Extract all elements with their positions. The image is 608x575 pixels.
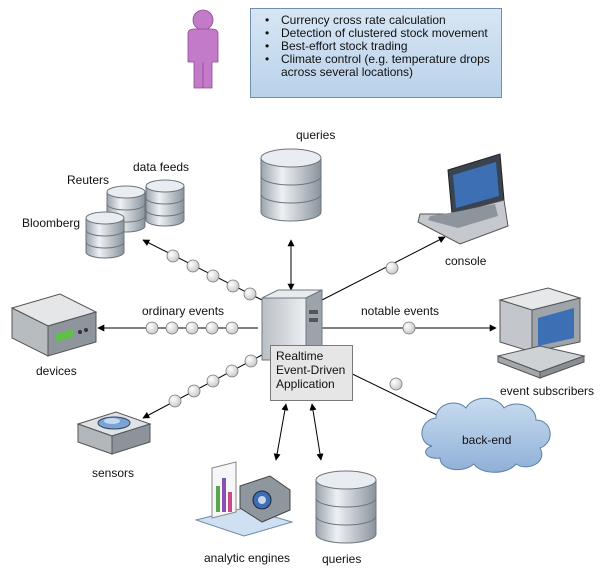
label-queries-bottom: queries bbox=[322, 552, 362, 566]
database-icon bbox=[85, 211, 125, 259]
server-icon bbox=[261, 289, 323, 361]
cloud-icon bbox=[421, 397, 551, 473]
person-icon bbox=[187, 9, 219, 89]
use-case-list: Currency cross rate calculation Detectio… bbox=[263, 14, 493, 67]
database-icon bbox=[260, 148, 322, 222]
device-icon bbox=[10, 293, 98, 357]
database-icon bbox=[145, 179, 185, 227]
app-label-line: Event-Driven bbox=[276, 363, 346, 377]
realtime-app-box: Realtime Event-Driven Application bbox=[270, 345, 353, 401]
use-case-item: Detection of clustered stock movement bbox=[263, 27, 493, 41]
label-data-feeds: data feeds bbox=[133, 160, 190, 174]
app-label-line: Realtime bbox=[276, 349, 324, 363]
data-feeds-link bbox=[142, 239, 263, 301]
label-event-subscribers: event subscribers bbox=[500, 384, 595, 398]
analytic-engine-icon bbox=[194, 461, 294, 537]
back-end-link bbox=[339, 367, 444, 419]
label-notable-events: notable events bbox=[361, 304, 440, 318]
label-back-end: back-end bbox=[462, 433, 512, 447]
use-case-callout: Currency cross rate calculation Detectio… bbox=[250, 8, 502, 98]
app-label-line: Application bbox=[276, 377, 335, 391]
use-case-item-continuation: across several locations) bbox=[281, 65, 414, 79]
event-tokens bbox=[145, 249, 416, 408]
label-sensors: sensors bbox=[92, 466, 135, 480]
queries-bottom-arrow bbox=[309, 403, 324, 461]
label-reuters: Reuters bbox=[67, 173, 110, 187]
label-queries-top: queries bbox=[296, 128, 336, 142]
label-bloomberg: Bloomberg bbox=[22, 216, 81, 230]
database-icon bbox=[315, 470, 377, 544]
analytic-arrow bbox=[273, 403, 289, 461]
laptop-icon bbox=[417, 153, 509, 245]
console-link bbox=[321, 236, 446, 301]
monitor-icon bbox=[496, 287, 586, 379]
sensors-link bbox=[142, 354, 263, 419]
use-case-item: Climate control (e.g. temperature drops bbox=[263, 53, 493, 67]
use-case-item: Currency cross rate calculation bbox=[263, 14, 493, 28]
sensor-icon bbox=[76, 411, 152, 455]
use-case-item: Best-effort stock trading bbox=[263, 40, 493, 54]
label-devices: devices bbox=[36, 364, 77, 378]
label-console: console bbox=[445, 254, 487, 268]
label-ordinary-events: ordinary events bbox=[142, 304, 225, 318]
label-analytic-engines: analytic engines bbox=[204, 551, 291, 565]
